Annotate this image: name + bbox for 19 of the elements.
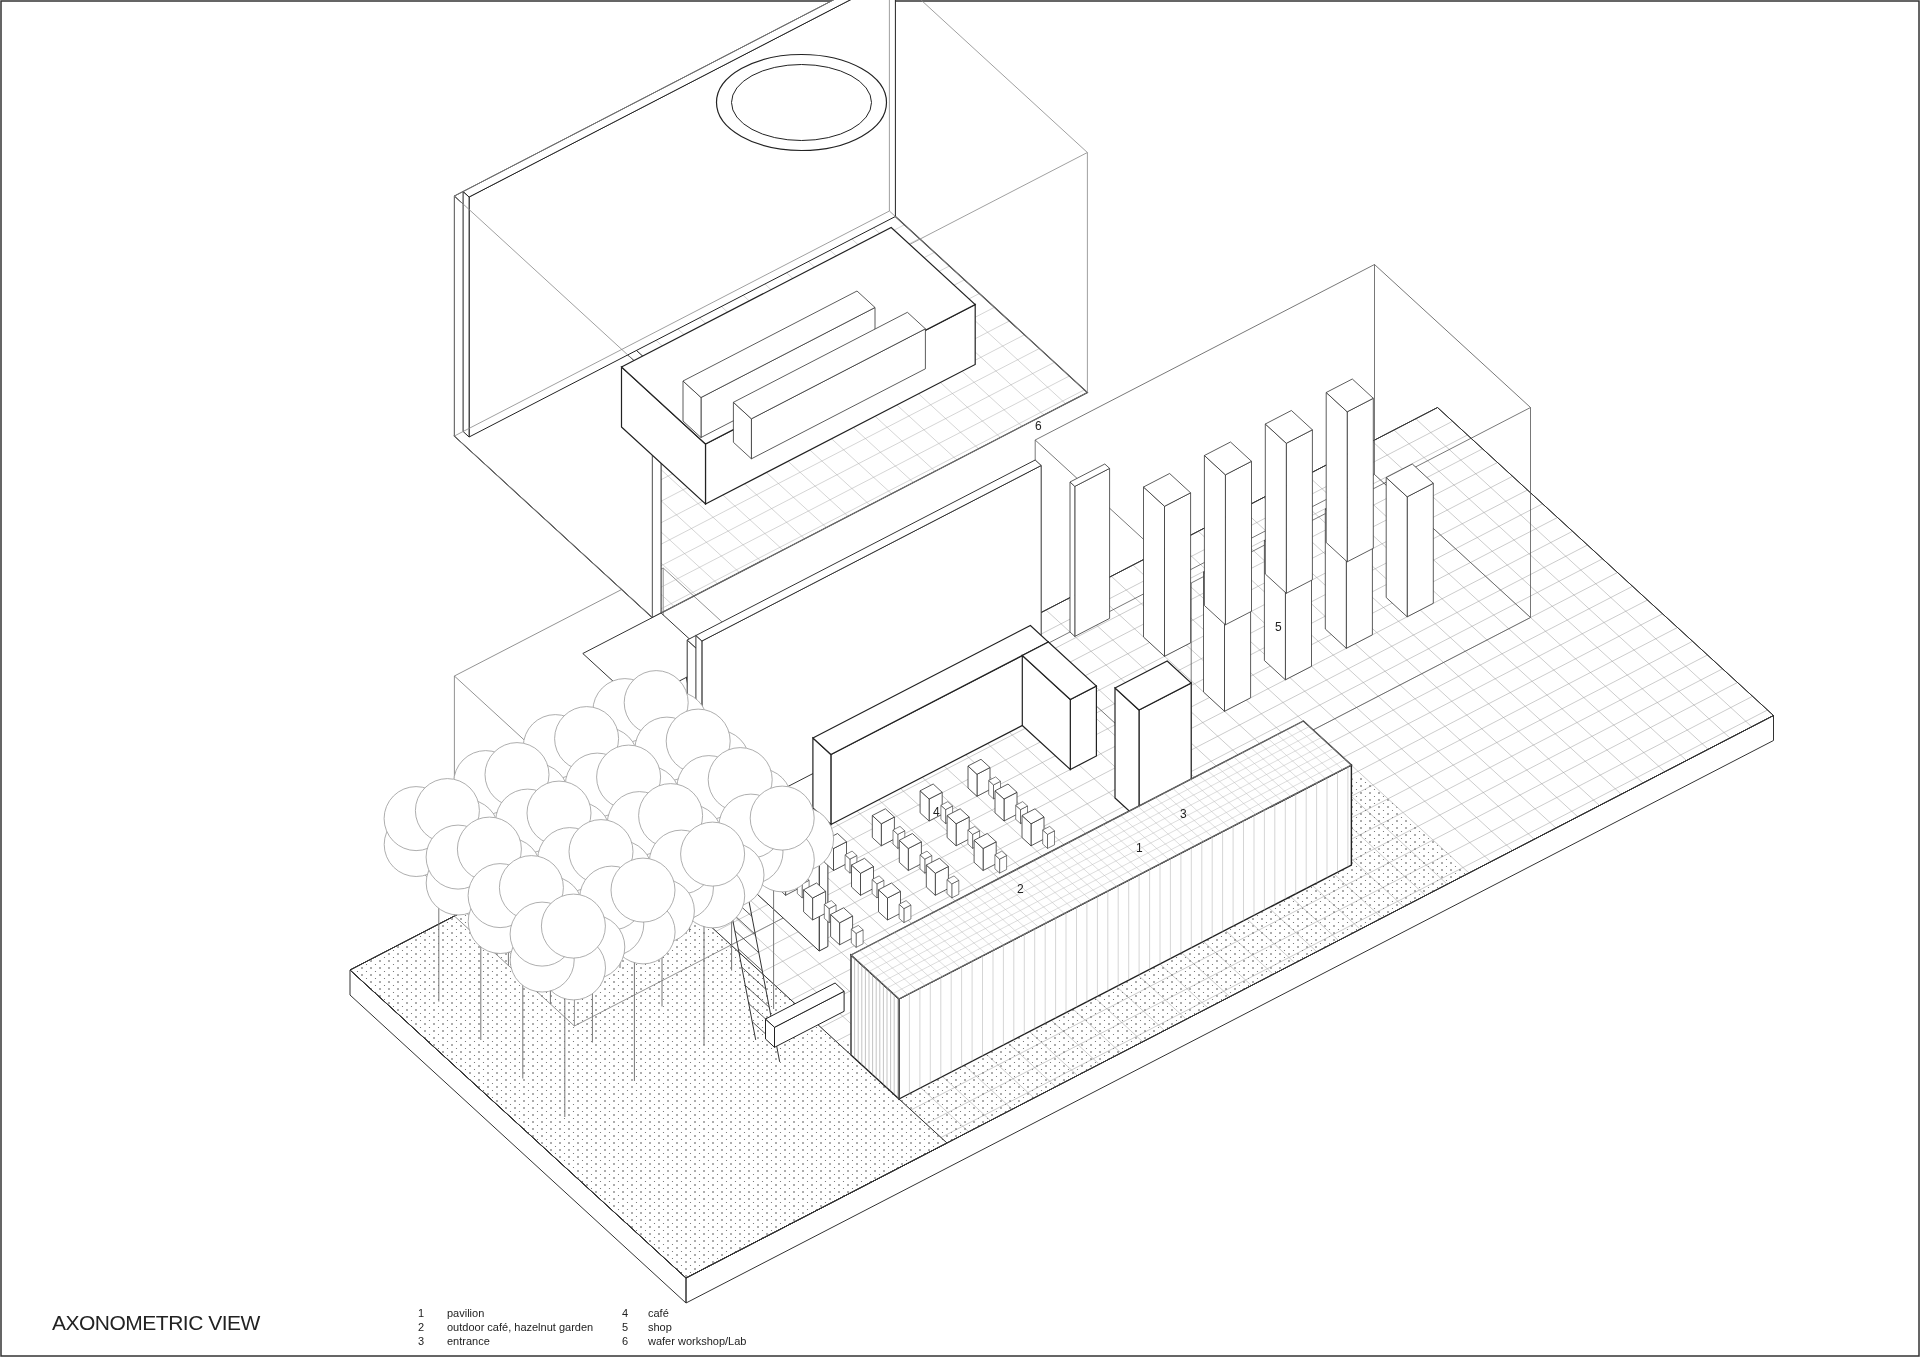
callout-number: 2 [1017, 883, 1024, 895]
key-text: café [648, 1308, 669, 1319]
key-number: 2 [418, 1322, 425, 1333]
key-text: shop [648, 1322, 672, 1333]
key-text: pavilion [447, 1308, 485, 1319]
callout-number: 5 [1275, 621, 1282, 633]
drawing-title: AXONOMETRIC VIEW [52, 1312, 260, 1333]
key-number: 3 [418, 1336, 425, 1347]
callout-number: 4 [933, 806, 940, 818]
key-number: 4 [622, 1308, 629, 1319]
key-number: 5 [622, 1322, 629, 1333]
key-number: 1 [418, 1308, 425, 1319]
key-text: entrance [447, 1336, 490, 1347]
key-text: outdoor café, hazelnut garden [447, 1322, 594, 1333]
callout-number: 3 [1180, 808, 1187, 820]
key-number: 6 [622, 1336, 629, 1347]
callout-number: 6 [1035, 420, 1042, 432]
callout-number: 1 [1136, 842, 1143, 854]
key-text: wafer workshop/Lab [648, 1336, 747, 1347]
